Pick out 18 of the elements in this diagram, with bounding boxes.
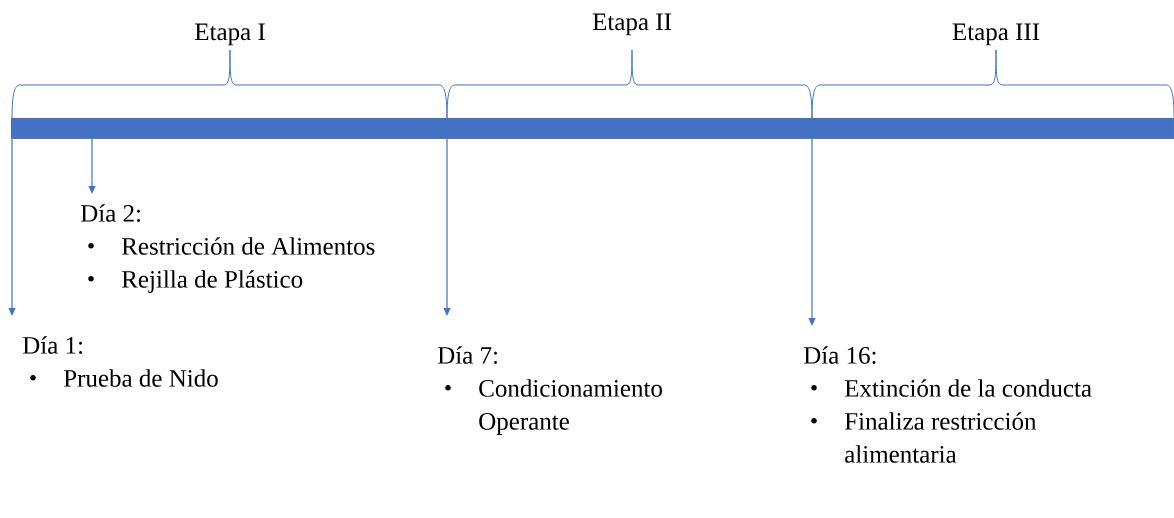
stage-label: Etapa I xyxy=(195,23,265,46)
list-item: Extinción de la conducta xyxy=(844,379,1092,397)
day-label: Día 1: xyxy=(22,336,82,354)
day-label: Día 7: xyxy=(437,346,497,364)
arrow xyxy=(8,138,16,316)
day-label: Día 16: xyxy=(803,346,876,364)
list-item: Prueba de Nido xyxy=(63,369,218,387)
list-item: Finaliza restricción alimentaria xyxy=(844,412,1037,463)
day-label: Día 2: xyxy=(80,204,140,222)
arrow xyxy=(443,138,451,316)
arrow xyxy=(88,138,96,194)
list-item: Rejilla de Plástico xyxy=(121,270,303,293)
list-item: Condicionamiento Operante xyxy=(479,379,662,435)
timeline-bar xyxy=(11,118,1174,139)
stage-label: Etapa III xyxy=(952,23,1040,46)
list-item: Restricción de Alimentos xyxy=(121,237,375,255)
arrow xyxy=(808,138,816,326)
stage-label: Etapa II xyxy=(592,13,672,36)
